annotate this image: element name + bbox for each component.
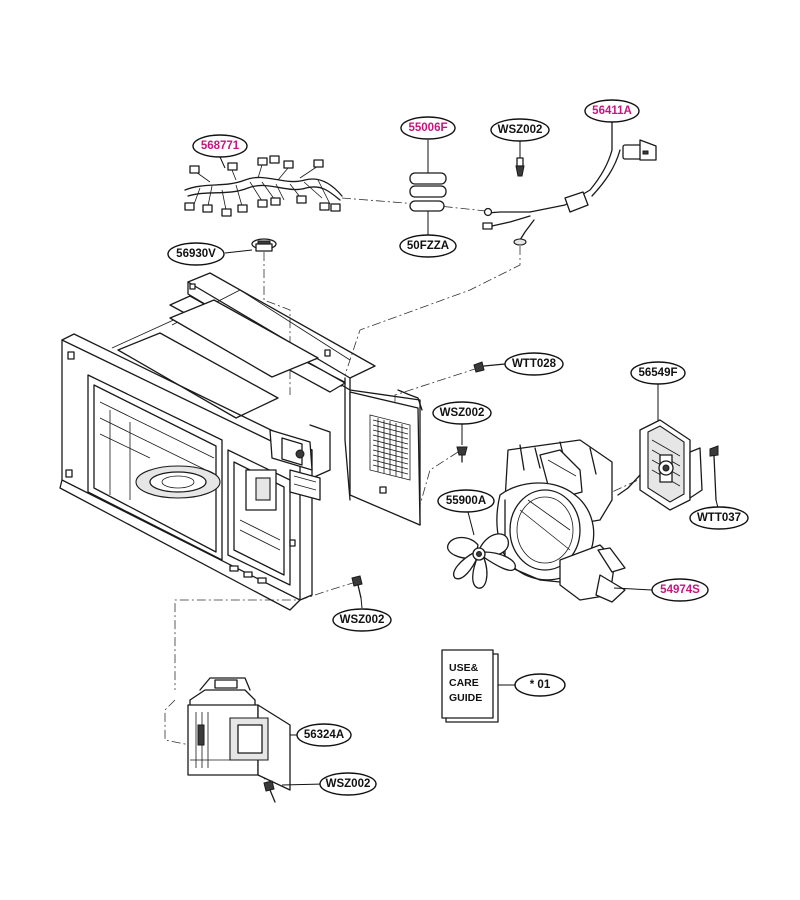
cavity-chassis-part [59, 272, 423, 611]
callout-harness-text: 568771 [201, 140, 240, 152]
magnetron-part [187, 677, 298, 791]
callout-fan-duct[interactable]: 54974S [651, 578, 709, 602]
screw-mid-part [456, 424, 468, 463]
callout-screw-mid[interactable]: WSZ002 [432, 401, 492, 425]
callout-magnetron-text: 56324A [304, 729, 344, 741]
fan-duct-part [496, 439, 653, 603]
screw-cavity-part [351, 575, 363, 609]
callout-screw-bottom-text: WSZ002 [326, 778, 371, 790]
callout-magnetron[interactable]: 56324A [296, 723, 352, 747]
fan-blade-part [447, 511, 516, 589]
guide-line-3: GUIDE [449, 692, 482, 704]
screw-wtt028-part [473, 361, 506, 373]
screw-bottom-part [263, 780, 325, 803]
callout-manual-text: * 01 [530, 679, 551, 691]
callout-fan-blade-text: 55900A [446, 495, 486, 507]
vent-grille [369, 414, 411, 481]
callout-power-cord[interactable]: 56411A [584, 99, 640, 123]
callout-ferrite[interactable]: 55006F [400, 116, 456, 140]
callout-power-cord-text: 56411A [592, 105, 632, 117]
callout-screw-wtt028-text: WTT028 [512, 358, 557, 370]
callout-thermostat-text: 56930V [176, 248, 216, 260]
callout-harness[interactable]: 568771 [192, 134, 248, 158]
callout-manual[interactable]: * 01 [514, 673, 566, 697]
ferrite-part [409, 140, 447, 235]
callout-screw-bottom[interactable]: WSZ002 [319, 772, 377, 796]
callout-ferrite-core[interactable]: 50FZZA [399, 234, 457, 258]
callout-screw-top[interactable]: WSZ002 [490, 118, 550, 142]
thermostat-part [224, 238, 277, 254]
power-cord-part [482, 121, 657, 246]
callout-motor[interactable]: 56549F [630, 361, 686, 385]
callout-screw-cavity-text: WSZ002 [340, 614, 385, 626]
callout-fan-duct-text: 54974S [660, 584, 700, 596]
guide-line-2: CARE [449, 677, 479, 689]
screw-top-part [515, 141, 525, 177]
callout-ferrite-core-text: 50FZZA [407, 240, 449, 252]
callout-screw-top-text: WSZ002 [498, 124, 543, 136]
callout-fan-blade[interactable]: 55900A [437, 489, 495, 513]
screw-wtt037-part [709, 445, 719, 509]
callout-thermostat[interactable]: 56930V [167, 242, 225, 266]
callout-screw-cavity[interactable]: WSZ002 [332, 608, 392, 632]
fan-motor-part [617, 384, 703, 511]
callout-screw-wtt037-text: WTT037 [697, 512, 741, 524]
callout-motor-text: 56549F [638, 367, 677, 379]
wire-harness-part [184, 155, 343, 217]
guide-line-1: USE& [449, 662, 479, 674]
use-care-guide-part: USE& CARE GUIDE [441, 649, 516, 723]
callout-ferrite-text: 55006F [408, 122, 447, 134]
callout-screw-mid-text: WSZ002 [440, 407, 485, 419]
callout-screw-wtt037[interactable]: WTT037 [689, 506, 749, 530]
callout-screw-wtt028[interactable]: WTT028 [504, 352, 564, 376]
